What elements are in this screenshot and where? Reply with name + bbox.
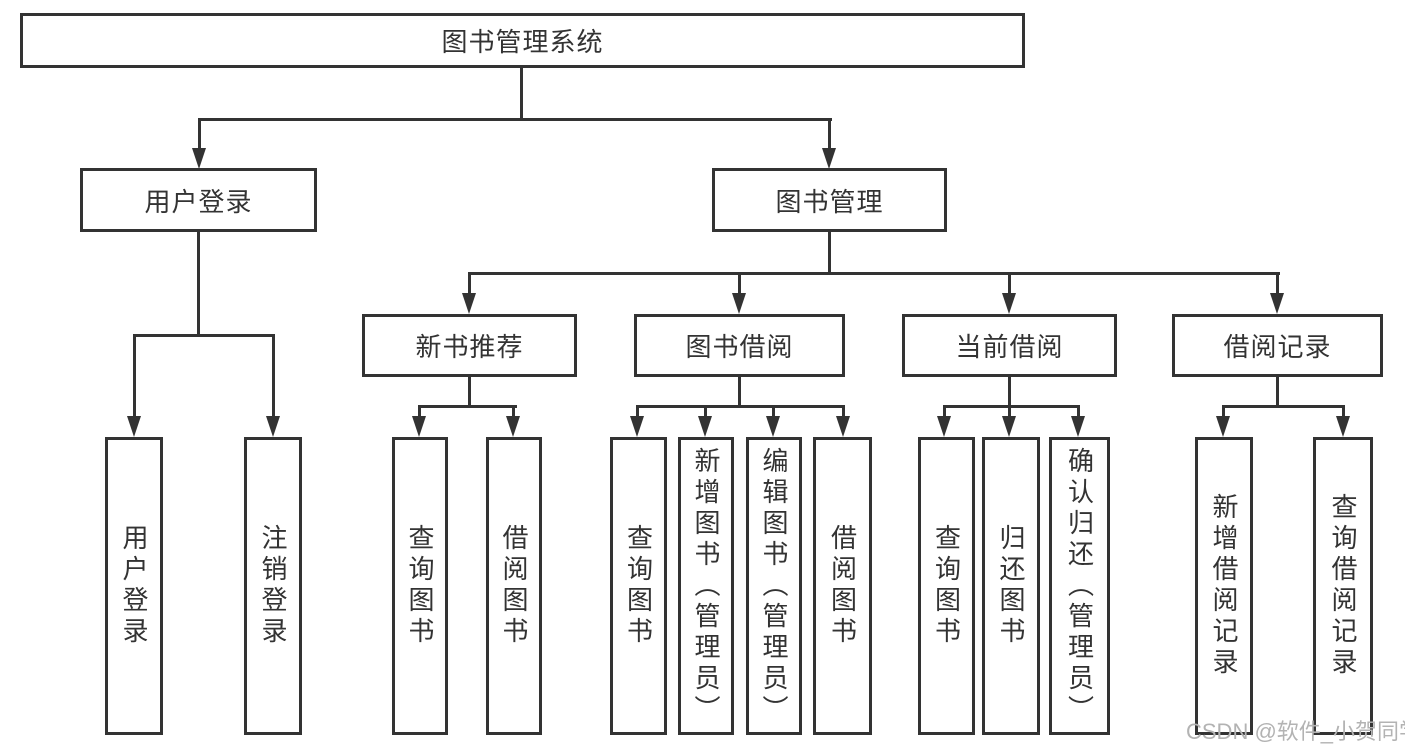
- connector-to-user-login: [198, 118, 201, 150]
- arrow-down-icon: [698, 416, 712, 437]
- leaf-query-borrow-record: 查询借阅记录: [1313, 437, 1373, 735]
- node-library-system-label: 图书管理系统: [441, 27, 604, 57]
- node-book-borrow-label: 图书借阅: [685, 332, 794, 362]
- node-new-book-recommend-label: 新书推荐: [415, 332, 524, 362]
- node-borrow-records-label: 借阅记录: [1223, 332, 1332, 362]
- leaf-user-login-label: 用户登录: [119, 524, 149, 648]
- leaf-confirm-return-admin: 确认归还（管理员）: [1049, 437, 1110, 735]
- leaf-edit-book-admin-label: 编辑图书（管理员）: [759, 446, 789, 726]
- arrow-down-icon: [822, 148, 836, 169]
- connector-newbook-crossbar: [418, 405, 517, 408]
- arrow-down-icon: [1002, 416, 1016, 437]
- connector-to-leaf-user-login: [133, 334, 136, 418]
- arrow-down-icon: [192, 148, 206, 169]
- node-user-login-label: 用户登录: [144, 186, 253, 217]
- arrow-down-icon: [630, 416, 644, 437]
- node-current-borrow-label: 当前借阅: [955, 332, 1064, 362]
- connector-leaf-stub: [772, 405, 775, 419]
- connector-to-new-book: [468, 272, 471, 296]
- leaf-edit-book-admin: 编辑图书（管理员）: [746, 437, 802, 735]
- connector-records-crossbar: [1222, 405, 1345, 408]
- connector-to-current-borrow: [1008, 272, 1011, 296]
- leaf-logout: 注销登录: [244, 437, 302, 735]
- leaf-borrow-borrow-book: 借阅图书: [813, 437, 872, 735]
- leaf-add-borrow-record-label: 新增借阅记录: [1209, 493, 1239, 679]
- arrow-down-icon: [127, 416, 141, 437]
- leaf-newbook-borrow-book-label: 借阅图书: [499, 524, 529, 648]
- connector-bookborrow-stem: [738, 377, 741, 408]
- leaf-logout-label: 注销登录: [258, 524, 288, 648]
- node-borrow-records: 借阅记录: [1172, 314, 1383, 377]
- node-user-login: 用户登录: [80, 168, 317, 232]
- connector-leaf-stub: [512, 405, 515, 419]
- arrow-down-icon: [412, 416, 426, 437]
- leaf-return-book: 归还图书: [982, 437, 1040, 735]
- leaf-borrow-query-book: 查询图书: [610, 437, 667, 735]
- connector-records-stem: [1276, 377, 1279, 408]
- leaf-borrow-query-book-label: 查询图书: [623, 524, 654, 648]
- node-book-management-label: 图书管理: [775, 186, 884, 217]
- leaf-confirm-return-admin-label: 确认归还（管理员）: [1064, 446, 1095, 726]
- leaf-newbook-borrow-book: 借阅图书: [486, 437, 542, 735]
- connector-currentborrow-stem: [1008, 377, 1011, 408]
- arrow-down-icon: [1216, 416, 1230, 437]
- arrow-down-icon: [266, 416, 280, 437]
- connector-to-borrow-records: [1276, 272, 1279, 296]
- node-current-borrow: 当前借阅: [902, 314, 1117, 377]
- connector-leaf-stub: [1077, 405, 1080, 419]
- connector-leaf-stub: [636, 405, 639, 419]
- node-book-management: 图书管理: [712, 168, 947, 232]
- connector-bookborrow-crossbar: [636, 405, 845, 408]
- leaf-query-borrow-record-label: 查询借阅记录: [1328, 493, 1358, 679]
- csdn-watermark: CSDN @软件_小贺同学: [1186, 719, 1405, 744]
- node-book-borrow: 图书借阅: [634, 314, 845, 377]
- leaf-add-book-admin: 新增图书（管理员）: [678, 437, 734, 735]
- connector-currentborrow-crossbar: [943, 405, 1080, 408]
- leaf-return-book-label: 归还图书: [996, 524, 1026, 648]
- leaf-current-query-book: 查询图书: [918, 437, 975, 735]
- leaf-add-book-admin-label: 新增图书（管理员）: [691, 446, 721, 726]
- connector-leaf-stub: [1008, 405, 1011, 419]
- arrow-down-icon: [462, 293, 476, 314]
- leaf-newbook-query-book-label: 查询图书: [405, 524, 435, 648]
- connector-newbook-stem: [468, 377, 471, 408]
- connector-leaf-stub: [842, 405, 845, 419]
- connector-leaf-stub: [704, 405, 707, 419]
- leaf-borrow-borrow-book-label: 借阅图书: [827, 524, 858, 648]
- leaf-user-login: 用户登录: [105, 437, 163, 735]
- arrow-down-icon: [506, 416, 520, 437]
- arrow-down-icon: [732, 293, 746, 314]
- connector-leaf-stub: [418, 405, 421, 419]
- connector-leaf-stub: [1222, 405, 1225, 419]
- connector-root-crossbar: [198, 118, 832, 121]
- connector-book-mgmt-stem: [828, 232, 831, 274]
- connector-leaf-stub: [1342, 405, 1345, 419]
- leaf-current-query-book-label: 查询图书: [931, 524, 962, 648]
- leaf-add-borrow-record: 新增借阅记录: [1195, 437, 1253, 735]
- arrow-down-icon: [766, 416, 780, 437]
- connector-to-leaf-logout: [272, 334, 275, 418]
- connector-book-mgmt-crossbar: [468, 272, 1280, 275]
- arrow-down-icon: [937, 416, 951, 437]
- arrow-down-icon: [836, 416, 850, 437]
- connector-leaf-stub: [943, 405, 946, 419]
- connector-user-login-crossbar: [133, 334, 275, 337]
- node-new-book-recommend: 新书推荐: [362, 314, 577, 377]
- connector-to-book-management: [828, 118, 831, 150]
- node-library-system: 图书管理系统: [20, 13, 1025, 68]
- leaf-newbook-query-book: 查询图书: [392, 437, 448, 735]
- arrow-down-icon: [1002, 293, 1016, 314]
- arrow-down-icon: [1336, 416, 1350, 437]
- connector-root-stem: [520, 66, 523, 120]
- connector-to-book-borrow: [738, 272, 741, 296]
- arrow-down-icon: [1270, 293, 1284, 314]
- connector-user-login-stem: [197, 232, 200, 337]
- arrow-down-icon: [1071, 416, 1085, 437]
